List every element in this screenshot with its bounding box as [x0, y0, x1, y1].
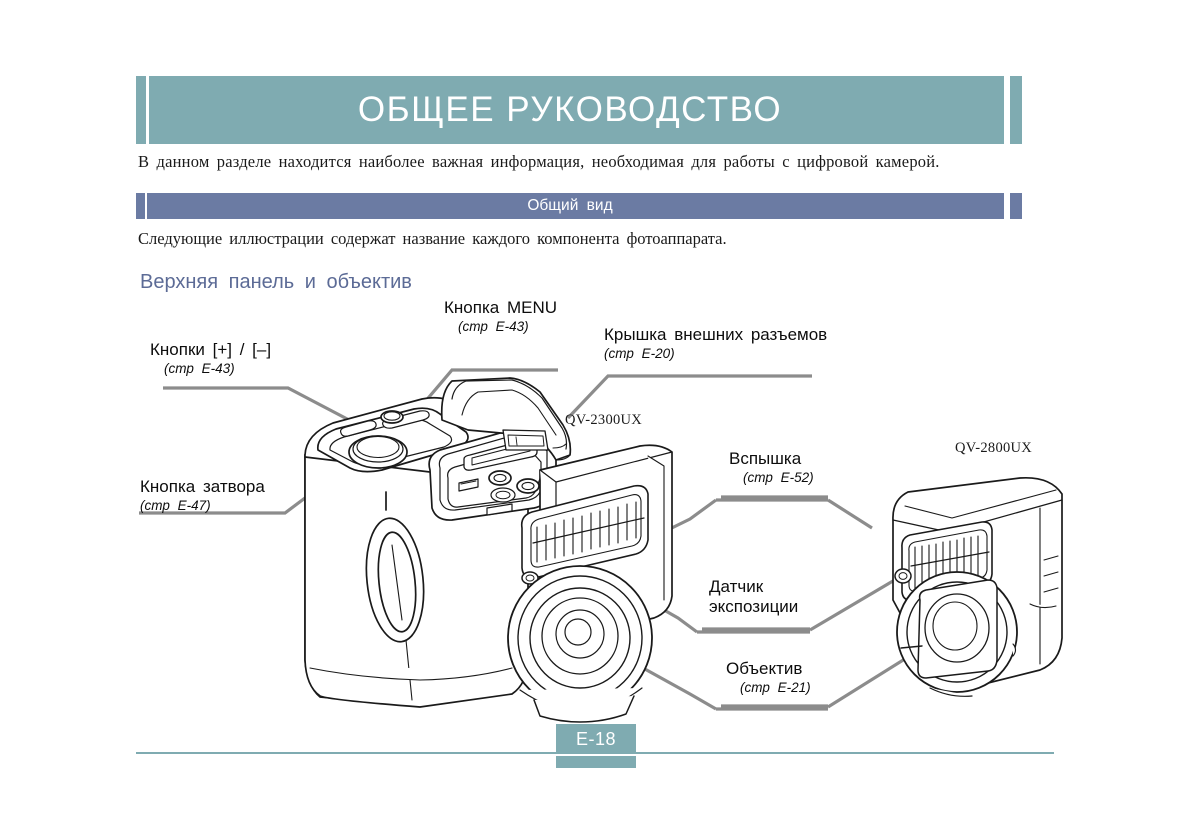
callout-shutter-button-title: Кнопка затвора [140, 477, 265, 496]
callout-exposure-sensor: Датчик экспозиции [709, 577, 798, 616]
section-header-label: Общий вид [527, 197, 613, 214]
camera-main-body [304, 377, 673, 723]
flash-stripes-secondary [914, 535, 979, 589]
callout-connector-cover-ref: (стр E-20) [604, 345, 675, 361]
leader-lines [139, 368, 949, 711]
callout-menu-button-title: Кнопка MENU [444, 298, 557, 317]
section-description: Следующие иллюстрации содержат название … [138, 229, 727, 248]
page-title-bar: ОБЩЕЕ РУКОВОДСТВО [136, 76, 1004, 144]
model-label-qv2800ux: QV-2800UX [955, 440, 1033, 456]
callout-plus-minus-buttons: Кнопки [+] / [–] (стр E-43) [150, 340, 271, 377]
callout-flash: Вспышка (стр E-52) [729, 449, 814, 486]
section-bar-divider [145, 193, 147, 219]
camera-secondary-body [892, 476, 1063, 697]
callout-connector-cover-title: Крышка внешних разъемов [604, 325, 828, 344]
callout-exposure-sensor-title-line2: экспозиции [709, 596, 799, 616]
callout-shutter-button-ref: (стр E-47) [140, 497, 211, 513]
callout-menu-button-ref: (стр E-43) [458, 318, 529, 334]
section-bar-edge-stripe [1010, 193, 1022, 219]
callout-lens: Объектив (стр E-21) [726, 659, 811, 696]
callout-connector-cover: Крышка внешних разъемов (стр E-20) [604, 325, 827, 362]
flash-stripes [536, 501, 637, 563]
callout-flash-ref: (стр E-52) [743, 469, 814, 485]
title-bar-edge-stripe [1010, 76, 1022, 144]
section-header-bar: Общий вид [136, 193, 1004, 219]
callout-shutter-button: Кнопка затвора (стр E-47) [140, 477, 265, 514]
callout-plus-minus-buttons-ref: (стр E-43) [164, 360, 235, 376]
subsection-heading: Верхняя панель и объектив [140, 271, 412, 293]
callout-exposure-sensor-title-line1: Датчик [709, 577, 764, 596]
callout-lens-ref: (стр E-21) [740, 679, 811, 695]
footer-badge-tail [556, 756, 636, 768]
callout-menu-button: Кнопка MENU (стр E-43) [444, 298, 557, 335]
callout-flash-title: Вспышка [729, 449, 802, 468]
callout-lens-title: Объектив [726, 659, 803, 678]
model-label-qv2300ux: QV-2300UX [565, 412, 643, 428]
page-title: ОБЩЕЕ РУКОВОДСТВО [357, 90, 783, 129]
callout-plus-minus-buttons-title: Кнопки [+] / [–] [150, 340, 272, 359]
page-number-badge: E-18 [556, 724, 636, 754]
intro-paragraph: В данном разделе находится наиболее важн… [138, 152, 940, 171]
title-bar-divider [146, 76, 149, 144]
